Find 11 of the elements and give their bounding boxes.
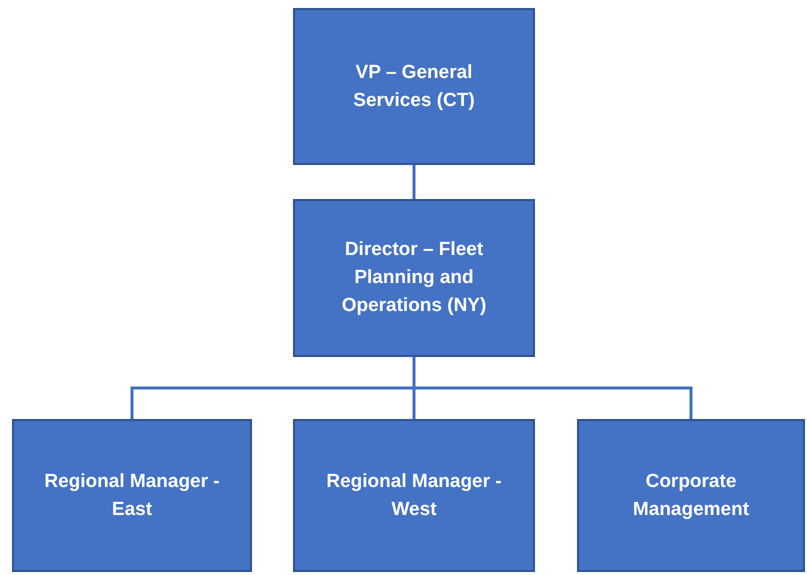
position-box (577, 419, 805, 572)
position-title: Corporate Management (632, 470, 750, 522)
position-box (293, 8, 535, 165)
position-box (12, 419, 252, 572)
position-title: Regional Manager - East (43, 470, 221, 522)
position-box (293, 199, 535, 357)
connector-line (412, 165, 416, 199)
position-box (293, 419, 535, 572)
position-title: VP – General Services (CT) (352, 60, 476, 112)
position-title: Director – Fleet Planning and Operations (NY) (340, 238, 488, 318)
position-title: Regional Manager - West (325, 470, 503, 522)
